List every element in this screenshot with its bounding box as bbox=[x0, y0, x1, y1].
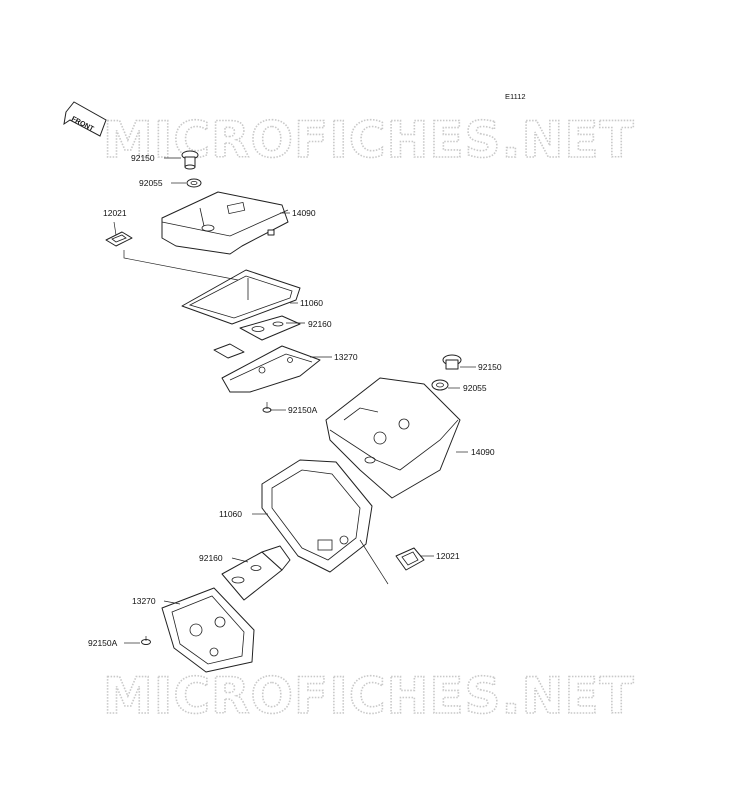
upper-bracket bbox=[221, 345, 321, 393]
lower-bracket-bolt-label: 92150A bbox=[88, 638, 118, 648]
upper-grommet-label: 12021 bbox=[103, 208, 127, 218]
upper-plate bbox=[213, 315, 301, 359]
upper-washer bbox=[186, 178, 202, 188]
lower-bracket bbox=[161, 587, 255, 673]
upper-cover bbox=[161, 191, 289, 255]
upper-bracket-label: 13270 bbox=[334, 352, 358, 362]
lower-gasket bbox=[261, 459, 373, 573]
watermark-bottom: MICROFICHES.NET bbox=[103, 667, 635, 725]
upper-cap-bolt bbox=[181, 150, 199, 170]
lower-bracket-bolt bbox=[141, 636, 151, 645]
watermark-top: MICROFICHES.NET bbox=[103, 111, 635, 169]
lower-gasket-label: 11060 bbox=[219, 509, 242, 519]
lower-bracket-label: 13270 bbox=[132, 596, 156, 606]
lower-cap-bolt-label: 92150 bbox=[478, 362, 502, 372]
lower-plate-label: 92160 bbox=[199, 553, 223, 563]
lower-washer-label: 92055 bbox=[463, 383, 487, 393]
leader-lines bbox=[113, 157, 476, 644]
upper-plate-label: 92160 bbox=[308, 319, 332, 329]
diagram-code: E1112 bbox=[505, 92, 526, 101]
front-arrow-icon: FRONT bbox=[63, 101, 107, 137]
lower-grommet-label: 12021 bbox=[436, 551, 460, 561]
lower-cover bbox=[325, 377, 461, 499]
upper-cover-label: 14090 bbox=[292, 208, 316, 218]
lower-grommet bbox=[395, 547, 425, 571]
upper-bracket-bolt-label: 92150A bbox=[288, 405, 318, 415]
upper-gasket-label: 11060 bbox=[300, 298, 323, 308]
upper-grommet bbox=[105, 231, 133, 247]
lower-cover-label: 14090 bbox=[471, 447, 495, 457]
upper-bracket-bolt bbox=[262, 402, 272, 413]
lower-plate bbox=[221, 545, 291, 601]
upper-gasket bbox=[181, 269, 301, 325]
upper-cap-bolt-label: 92150 bbox=[131, 153, 155, 163]
lower-washer bbox=[431, 379, 449, 391]
lower-cap-bolt bbox=[442, 354, 462, 370]
upper-washer-label: 92055 bbox=[139, 178, 163, 188]
